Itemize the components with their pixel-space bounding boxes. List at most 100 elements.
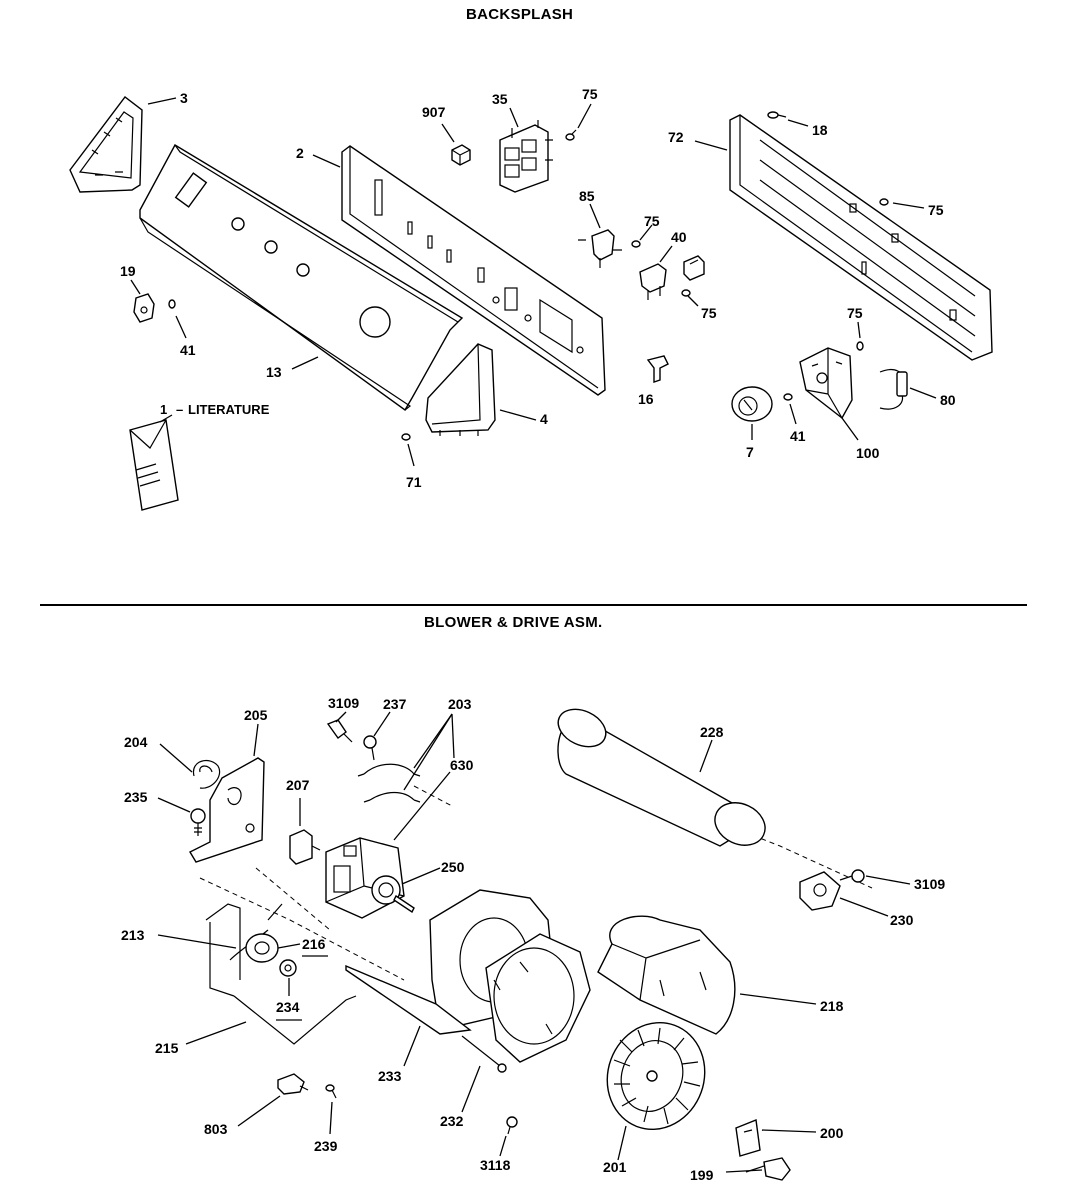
part-35-switch-block <box>499 120 553 193</box>
part-72-rear-panel <box>729 114 993 361</box>
part-218-blower-housing <box>597 915 736 1035</box>
callout-75a: 75 <box>582 86 598 102</box>
callout-199: 199 <box>690 1167 714 1183</box>
part-201-blower-wheel <box>606 1021 706 1131</box>
part-18-screw <box>767 111 787 119</box>
callout-41a: 41 <box>180 342 196 358</box>
part-3109-screw-b <box>839 869 865 883</box>
callout-40: 40 <box>671 229 687 245</box>
callout-203: 203 <box>448 696 472 712</box>
part-7-knob <box>731 386 773 422</box>
callout-233: 233 <box>378 1068 402 1084</box>
part-803-switch <box>277 1073 309 1095</box>
callout-80: 80 <box>940 392 956 408</box>
part-4-endcap-right <box>425 343 496 436</box>
callout-201: 201 <box>603 1159 627 1175</box>
part-41-spring-a <box>168 299 176 309</box>
callout-205: 205 <box>244 707 268 723</box>
callout-3: 3 <box>180 90 188 106</box>
part-237-screw <box>363 735 377 761</box>
part-40-switch <box>639 255 705 300</box>
part-16-clip <box>646 355 669 383</box>
callout-1: 1 <box>160 402 167 417</box>
part-215-idler-arm <box>233 995 357 1045</box>
callout-19: 19 <box>120 263 136 279</box>
callout-3118: 3118 <box>480 1157 511 1173</box>
part-75-screw-a <box>565 129 577 141</box>
callout-228: 228 <box>700 724 724 740</box>
callout-18: 18 <box>812 122 828 138</box>
callout-35: 35 <box>492 91 508 107</box>
part-233-housing <box>345 889 591 1063</box>
part-204-clamp <box>192 759 221 789</box>
callout-216: 216 <box>302 936 326 952</box>
part-228-duct <box>557 708 766 847</box>
callout-75b: 75 <box>928 202 944 218</box>
part-239-screw <box>325 1084 337 1099</box>
callout-803: 803 <box>204 1121 228 1137</box>
callout-215: 215 <box>155 1040 179 1056</box>
callout-72: 72 <box>668 129 684 145</box>
callout-3109b: 3109 <box>914 876 945 892</box>
blower-drive-title: BLOWER & DRIVE ASM. <box>424 614 603 631</box>
callout-75d: 75 <box>701 305 717 321</box>
callout-13: 13 <box>266 364 282 380</box>
part-230 <box>799 871 841 911</box>
part-199-screw <box>745 1157 791 1181</box>
callout-75c: 75 <box>644 213 660 229</box>
callout-1-dash: – <box>176 402 183 417</box>
part-71-screw <box>401 433 411 441</box>
part-250-motor <box>325 837 415 919</box>
callout-16: 16 <box>638 391 654 407</box>
callout-235: 235 <box>124 789 148 805</box>
section-divider <box>40 604 1027 606</box>
callout-213: 213 <box>121 927 145 943</box>
backsplash-title: BACKSPLASH <box>466 6 574 23</box>
callout-71: 71 <box>406 474 422 490</box>
callout-237: 237 <box>383 696 407 712</box>
part-234-washer <box>279 959 297 977</box>
callout-204: 204 <box>124 734 148 750</box>
part-85-switch <box>578 229 622 268</box>
part-203-straps <box>357 763 421 803</box>
part-75-screw-d <box>681 289 691 297</box>
callout-230: 230 <box>890 912 914 928</box>
callout-100: 100 <box>856 445 880 461</box>
part-1-literature <box>129 419 179 511</box>
part-3109-screw-a <box>326 719 353 743</box>
part-13-console-panel <box>139 144 464 412</box>
callout-41b: 41 <box>790 428 806 444</box>
part-200-bracket <box>735 1119 761 1157</box>
part-235-screw <box>190 808 206 836</box>
part-80-clip <box>879 369 908 410</box>
part-75-screw-c <box>631 240 641 248</box>
callout-3109a: 3109 <box>328 695 359 711</box>
callout-239: 239 <box>314 1138 338 1154</box>
part-75-screw-b <box>879 198 889 206</box>
part-2-control-bracket <box>341 145 606 396</box>
callout-232: 232 <box>440 1113 464 1129</box>
callout-234: 234 <box>276 999 300 1015</box>
callout-85: 85 <box>579 188 595 204</box>
part-205-bracket <box>189 757 265 863</box>
part-3118-screw <box>506 1116 518 1135</box>
callout-4: 4 <box>540 411 548 427</box>
callout-218: 218 <box>820 998 844 1014</box>
part-100-timer <box>799 347 853 420</box>
callout-75e: 75 <box>847 305 863 321</box>
callout-200: 200 <box>820 1125 844 1141</box>
callout-207: 207 <box>286 777 310 793</box>
part-3-endcap-left <box>69 96 143 193</box>
part-232-bolt <box>461 1035 507 1073</box>
callout-630: 630 <box>450 757 474 773</box>
callout-907: 907 <box>422 104 446 120</box>
part-207-switch <box>289 829 321 865</box>
callout-2: 2 <box>296 145 304 161</box>
callout-7: 7 <box>746 444 754 460</box>
callout-250: 250 <box>441 859 465 875</box>
part-907 <box>451 144 471 166</box>
part-19-clip <box>133 293 155 323</box>
part-41-spring-b <box>783 393 793 401</box>
part-75-screw-e <box>856 341 864 351</box>
